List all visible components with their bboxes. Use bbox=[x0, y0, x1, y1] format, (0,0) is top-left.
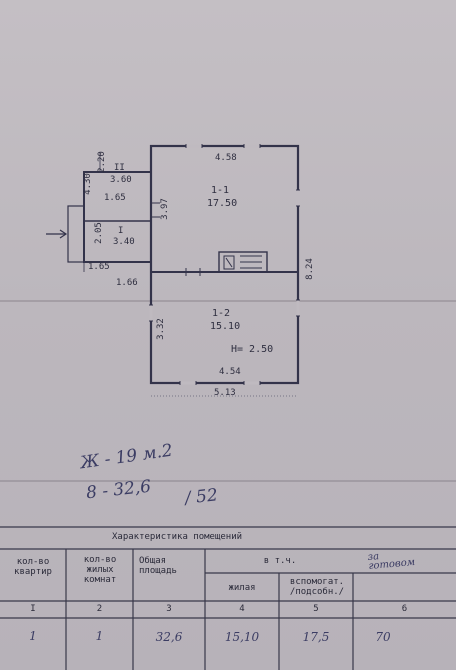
table-col-number: 3 bbox=[166, 604, 172, 614]
table-value-apartments: 1 bbox=[29, 629, 37, 643]
table-col-number: 2 bbox=[96, 604, 103, 614]
table-value-col6: 70 bbox=[375, 630, 391, 644]
table-header-apartments: кол-во квартир bbox=[14, 557, 52, 577]
table-col-number: I bbox=[30, 604, 36, 614]
table-header-auxiliary-area: вспомогат. /подсобн./ bbox=[289, 577, 345, 597]
dim-label: 1.65 bbox=[88, 262, 110, 272]
table-value-living-area: 15,10 bbox=[224, 630, 260, 644]
room-label: I bbox=[118, 226, 124, 236]
dim-label: 1.66 bbox=[116, 278, 138, 288]
entrance-arrow-head bbox=[59, 229, 68, 239]
room-label: 1-1 bbox=[211, 185, 230, 196]
room-area: 15.10 bbox=[210, 321, 241, 332]
table-value-total-area: 32,6 bbox=[155, 630, 183, 644]
handwritten-header-note: за готовом bbox=[367, 551, 416, 572]
table-header-living-rooms: кол-во жилых комнат bbox=[83, 555, 117, 585]
dim-label: 4.54 bbox=[219, 367, 241, 377]
room-area: 3.40 bbox=[113, 237, 135, 247]
table-col-number: 6 bbox=[401, 604, 408, 614]
table-header-total-area: Общая площадь bbox=[139, 556, 177, 576]
table-col-number: 5 bbox=[313, 604, 319, 614]
outer-wall bbox=[149, 144, 300, 385]
table-header-living-area: жилая bbox=[228, 583, 256, 593]
paper-crease bbox=[0, 480, 456, 482]
table-value-living-rooms: 1 bbox=[95, 629, 104, 643]
table-col-number: 4 bbox=[239, 604, 245, 614]
stove bbox=[218, 251, 268, 273]
room-label: II bbox=[114, 163, 125, 173]
dim-label: 5.13 bbox=[214, 388, 236, 398]
porch bbox=[67, 205, 85, 263]
ceiling-height-note: H= 2.50 bbox=[231, 344, 274, 355]
room-label: 1-2 bbox=[212, 308, 231, 319]
table-value-auxiliary-area: 17,5 bbox=[302, 630, 330, 644]
table-title: Характеристика помещений bbox=[112, 532, 243, 542]
room-area: 17.50 bbox=[207, 198, 238, 209]
room-area: 3.60 bbox=[110, 175, 132, 185]
paper-crease bbox=[0, 300, 456, 302]
table-header-including: в т.ч. bbox=[263, 556, 297, 566]
dim-label: 4.58 bbox=[215, 153, 237, 163]
dim-label: 1.65 bbox=[104, 193, 126, 203]
